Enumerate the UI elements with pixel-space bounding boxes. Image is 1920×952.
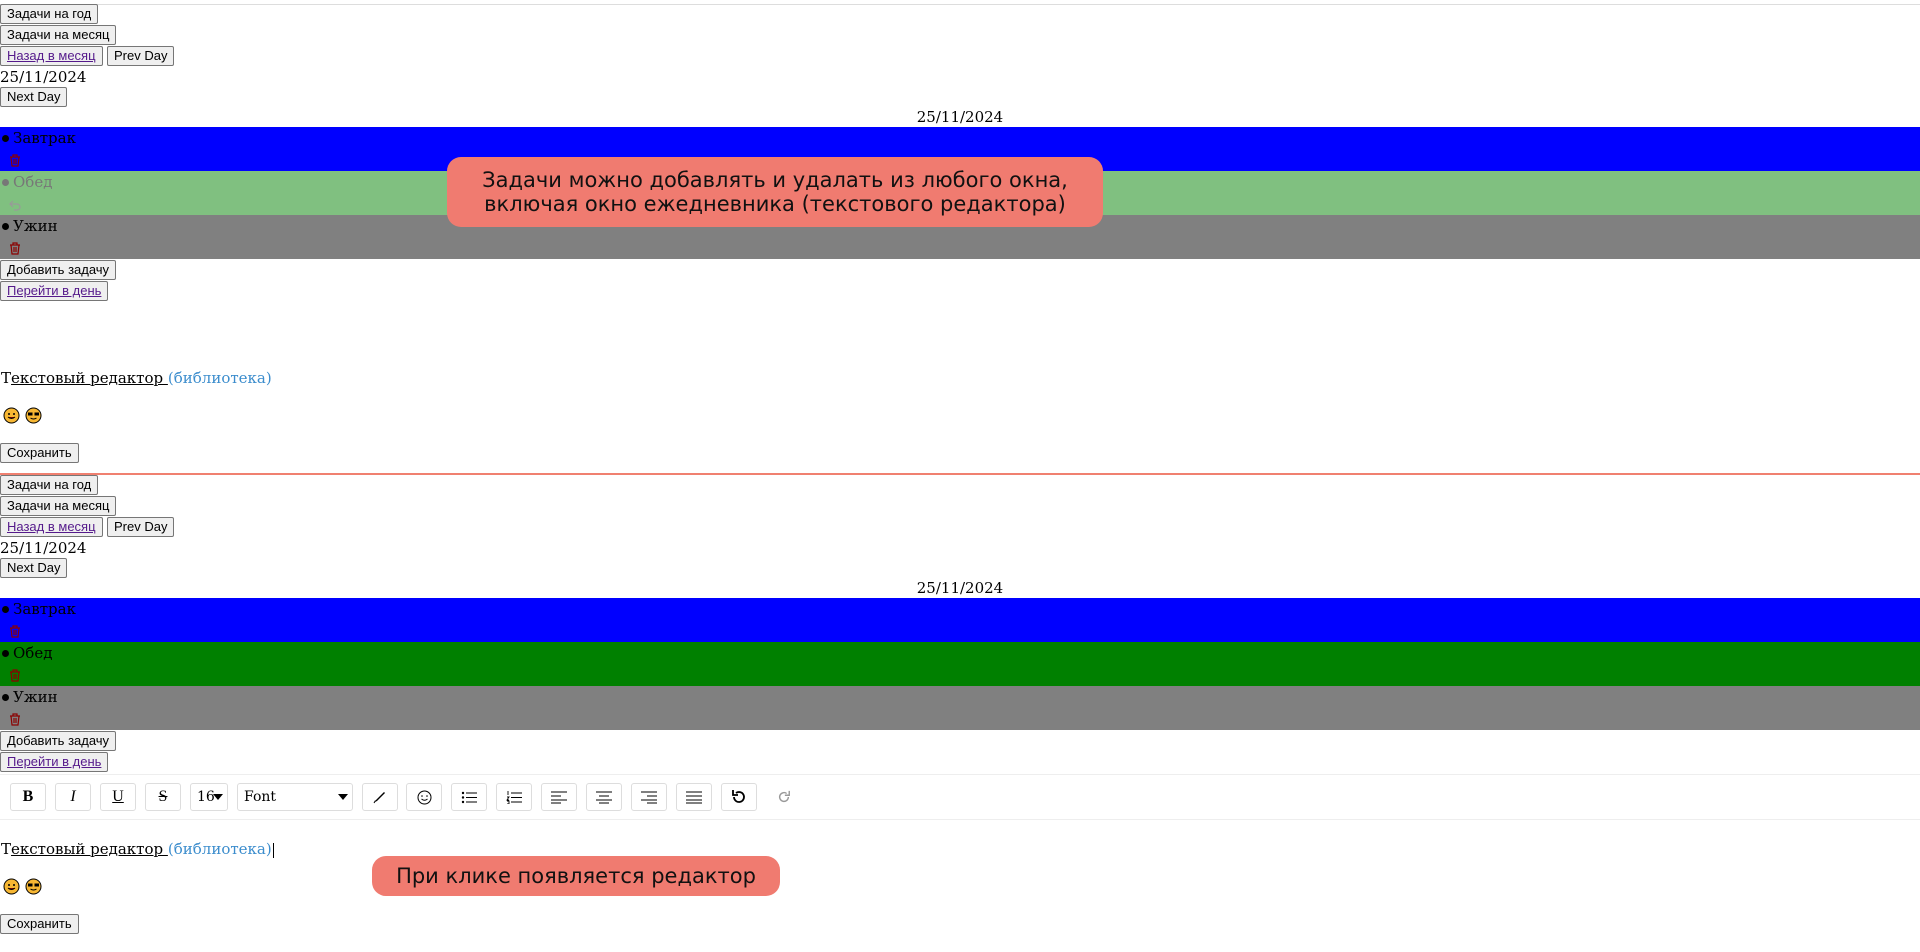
align-left-icon — [551, 791, 567, 803]
save-button[interactable]: Сохранить — [0, 443, 79, 463]
task-name: Обед — [13, 644, 53, 662]
bold-button[interactable]: B — [10, 783, 46, 811]
font-size-select[interactable]: 16 — [190, 783, 228, 811]
bullet-icon — [2, 605, 9, 613]
task-name: Завтрак — [13, 129, 76, 147]
prev-day-button[interactable]: Prev Day — [107, 46, 175, 66]
day-title: 25/11/2024 — [916, 108, 1004, 126]
task-name: Обед — [13, 173, 53, 191]
editor-text-first-letter: Т — [1, 840, 12, 858]
undo-button[interactable] — [721, 783, 757, 811]
chevron-down-icon — [213, 794, 223, 800]
justify-icon — [686, 791, 702, 803]
emoji-button[interactable] — [406, 783, 442, 811]
callout-editor-appears: При клике появляется редактор — [372, 856, 780, 896]
justify-button[interactable] — [676, 783, 712, 811]
editor-text-underlined: екстовый редактор — [11, 840, 168, 858]
trash-icon[interactable] — [9, 242, 21, 255]
task-item-dinner: Ужин — [0, 215, 1920, 259]
task-name: Ужин — [13, 688, 58, 706]
undo-icon[interactable] — [9, 198, 21, 211]
editor-content[interactable]: Текстовый редактор (библиотека) — [1, 369, 272, 387]
back-to-month-link[interactable]: Назад в месяц — [0, 517, 103, 537]
back-to-month-link[interactable]: Назад в месяц — [0, 46, 103, 66]
task-name: Завтрак — [13, 600, 76, 618]
editor-text-underlined: екстовый редактор — [11, 369, 168, 387]
top-border — [0, 4, 1920, 5]
trash-icon[interactable] — [9, 669, 21, 682]
month-tasks-button[interactable]: Задачи на месяц — [0, 496, 117, 516]
align-left-button[interactable] — [541, 783, 577, 811]
current-date: 25/11/2024 — [0, 68, 87, 86]
callout-add-remove: Задачи можно добавлять и удалать из любо… — [447, 157, 1103, 227]
task-name: Ужин — [13, 217, 58, 235]
pen-icon — [373, 792, 385, 804]
editor-text-first-letter: Т — [1, 369, 12, 387]
text-color-button[interactable] — [362, 783, 398, 811]
font-family-value: Font — [244, 789, 277, 805]
font-family-select[interactable]: Font — [237, 783, 353, 811]
ordered-list-button[interactable] — [496, 783, 532, 811]
go-to-day-link[interactable]: Перейти в день — [0, 281, 109, 301]
align-right-icon — [641, 791, 657, 803]
text-cursor — [272, 842, 274, 858]
bullet-list-icon — [461, 791, 477, 803]
undo-icon — [732, 790, 745, 803]
underline-button[interactable]: U — [100, 783, 136, 811]
task-item-dinner: Ужин — [0, 686, 1920, 730]
year-tasks-button[interactable]: Задачи на год — [0, 4, 99, 24]
smile-emoji-icon — [3, 407, 20, 424]
task-item-breakfast: Завтрак — [0, 598, 1920, 642]
trash-icon[interactable] — [9, 154, 21, 167]
smile-emoji-icon — [3, 878, 20, 895]
frame-separator — [0, 473, 1920, 475]
sunglasses-emoji-icon — [25, 407, 42, 424]
next-day-button[interactable]: Next Day — [0, 558, 68, 578]
align-center-icon — [596, 791, 612, 803]
numbered-list-icon — [506, 790, 522, 804]
bullet-icon — [2, 222, 9, 230]
font-size-value: 16 — [197, 789, 215, 805]
editor-content[interactable]: Текстовый редактор (библиотека) — [1, 840, 274, 858]
bullet-icon — [2, 178, 9, 186]
italic-button[interactable]: I — [55, 783, 91, 811]
year-tasks-button[interactable]: Задачи на год — [0, 475, 99, 495]
add-task-button[interactable]: Добавить задачу — [0, 260, 117, 280]
day-title: 25/11/2024 — [916, 579, 1004, 597]
redo-button[interactable] — [766, 783, 802, 811]
task-item-lunch: Обед — [0, 642, 1920, 686]
align-center-button[interactable] — [586, 783, 622, 811]
add-task-button[interactable]: Добавить задачу — [0, 731, 117, 751]
trash-icon[interactable] — [9, 713, 21, 726]
month-tasks-button[interactable]: Задачи на месяц — [0, 25, 117, 45]
library-link[interactable]: (библиотека) — [167, 369, 272, 387]
unordered-list-button[interactable] — [451, 783, 487, 811]
save-button[interactable]: Сохранить — [0, 914, 79, 934]
strikethrough-button[interactable]: S — [145, 783, 181, 811]
prev-day-button[interactable]: Prev Day — [107, 517, 175, 537]
trash-icon[interactable] — [9, 625, 21, 638]
bullet-icon — [2, 134, 9, 142]
align-right-button[interactable] — [631, 783, 667, 811]
chevron-down-icon — [338, 794, 348, 800]
bullet-icon — [2, 649, 9, 657]
editor-toolbar: B I U S 16 Font — [0, 774, 1920, 820]
redo-icon — [778, 790, 790, 803]
emoji-icon — [417, 790, 431, 804]
next-day-button[interactable]: Next Day — [0, 87, 68, 107]
bullet-icon — [2, 693, 9, 701]
current-date: 25/11/2024 — [0, 539, 87, 557]
sunglasses-emoji-icon — [25, 878, 42, 895]
library-link[interactable]: (библиотека) — [167, 840, 272, 858]
go-to-day-link[interactable]: Перейти в день — [0, 752, 109, 772]
